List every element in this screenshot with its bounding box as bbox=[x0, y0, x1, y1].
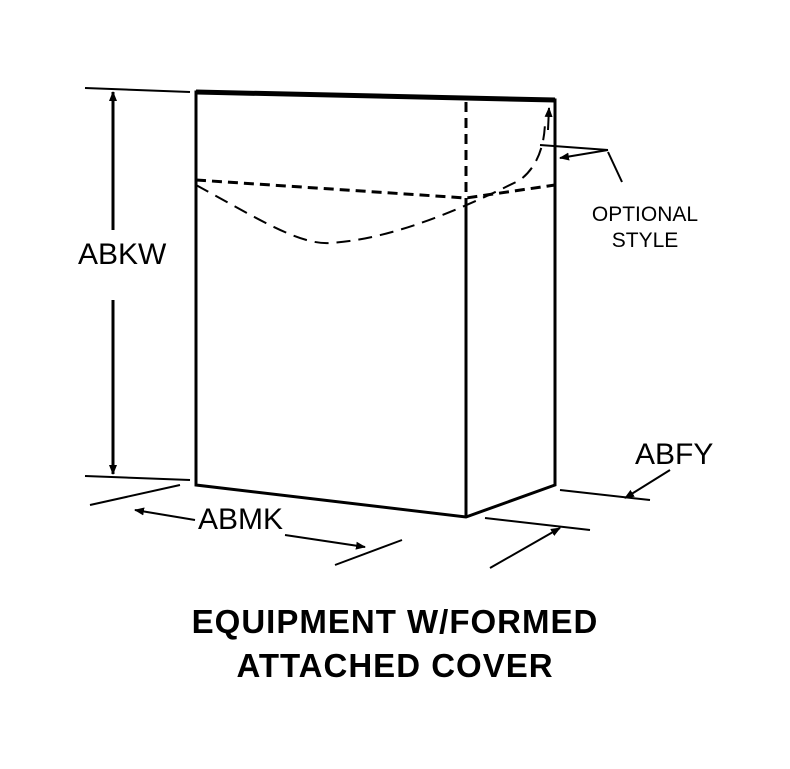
title-line2: ATTACHED COVER bbox=[236, 647, 554, 684]
abfy-arrow-back bbox=[624, 469, 671, 499]
optional-line2: STYLE bbox=[611, 229, 679, 252]
optional-style-note: OPTIONAL STYLE bbox=[575, 202, 715, 254]
optional-leader-2 bbox=[539, 144, 609, 151]
ext-mid bbox=[334, 539, 403, 566]
lid-dashed-line bbox=[195, 178, 556, 200]
extension-bottom bbox=[84, 475, 191, 481]
optional-leader-1 bbox=[559, 149, 609, 161]
lid-arrow bbox=[544, 107, 553, 131]
dimension-label-abfy: ABFY bbox=[635, 438, 714, 471]
ext-depth-back bbox=[559, 489, 651, 501]
optional-line1: OPTIONAL bbox=[591, 203, 699, 226]
optional-leader-tail bbox=[607, 151, 623, 183]
dimension-label-abkw: ABKW bbox=[78, 238, 167, 271]
abmk-arrow-left bbox=[134, 507, 196, 521]
abfy-arrow-front bbox=[489, 527, 561, 569]
dimension-label-abmk: ABMK bbox=[198, 503, 284, 536]
extension-top bbox=[84, 87, 191, 93]
title-line1: EQUIPMENT W/FORMED bbox=[191, 603, 599, 640]
box-outline bbox=[194, 90, 557, 519]
ext-depth-front bbox=[484, 517, 591, 531]
abmk-arrow-right bbox=[284, 534, 366, 550]
lid-top-edge bbox=[195, 89, 556, 103]
figure-title: EQUIPMENT W/FORMED ATTACHED COVER bbox=[0, 600, 790, 688]
ext-left bbox=[89, 484, 181, 506]
optional-curve bbox=[195, 119, 546, 245]
